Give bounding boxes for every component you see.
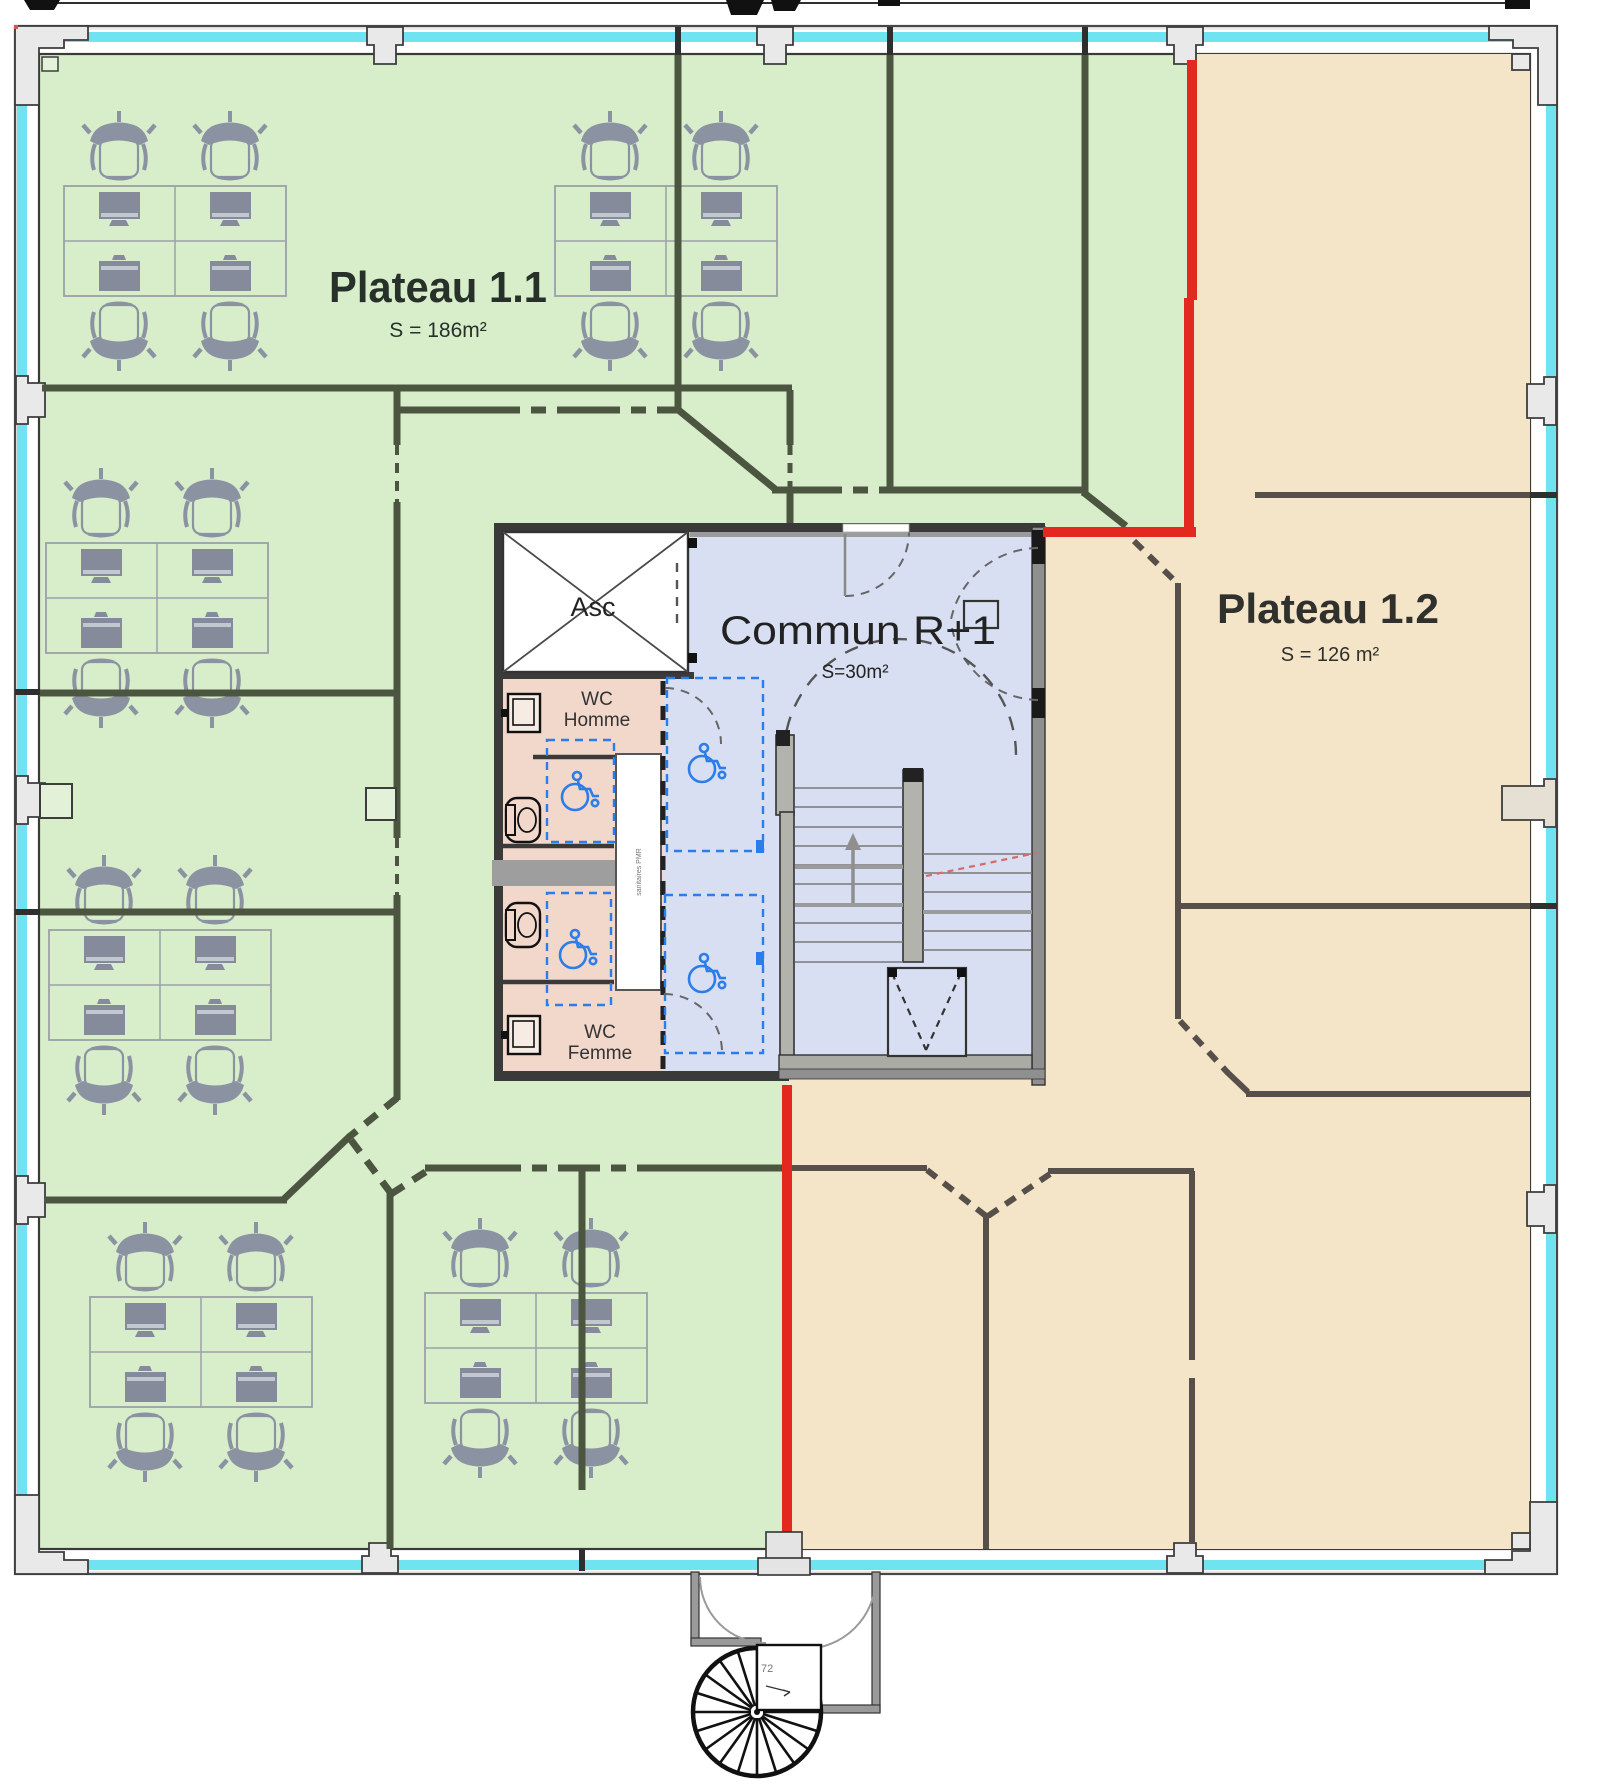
svg-text:Asc: Asc bbox=[570, 592, 615, 622]
svg-text:72: 72 bbox=[761, 1663, 773, 1675]
svg-text:S=30m²: S=30m² bbox=[821, 662, 888, 683]
svg-text:WC: WC bbox=[581, 689, 613, 710]
svg-text:Homme: Homme bbox=[564, 710, 631, 731]
svg-text:sanitaires PMR: sanitaires PMR bbox=[636, 848, 643, 895]
svg-text:Femme: Femme bbox=[568, 1043, 632, 1064]
svg-text:S = 126 m²: S = 126 m² bbox=[1281, 644, 1380, 666]
svg-text:Plateau 1.2: Plateau 1.2 bbox=[1217, 585, 1439, 632]
svg-text:WC: WC bbox=[584, 1022, 616, 1043]
svg-text:Plateau 1.1: Plateau 1.1 bbox=[329, 263, 547, 312]
svg-text:S = 186m²: S = 186m² bbox=[389, 319, 486, 342]
svg-text:Commun R+1: Commun R+1 bbox=[720, 609, 996, 653]
